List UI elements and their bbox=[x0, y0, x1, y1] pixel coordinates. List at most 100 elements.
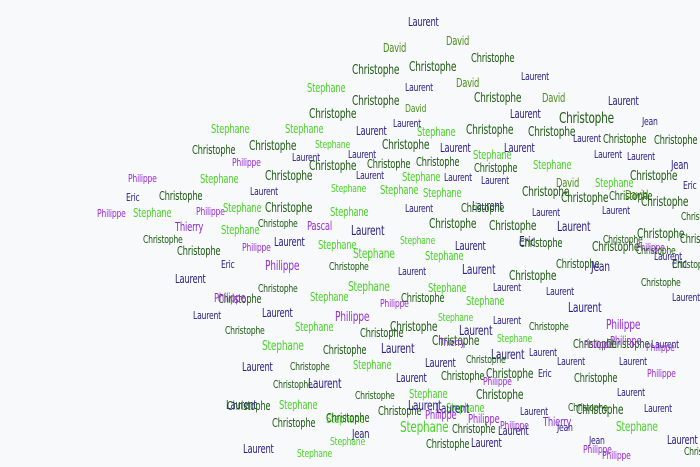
word-philippe: Philippe bbox=[265, 259, 300, 274]
word-laurent: Laurent bbox=[644, 402, 672, 415]
word-christophe: Christophe bbox=[681, 210, 700, 223]
word-philippe: Philippe bbox=[500, 419, 529, 432]
word-philippe: Philippe bbox=[483, 375, 512, 388]
word-laurent: Laurent bbox=[654, 250, 682, 263]
word-thierry: Thierry bbox=[175, 220, 204, 234]
word-laurent: Laurent bbox=[568, 301, 602, 316]
word-stephane: Stephane bbox=[417, 125, 456, 139]
word-stephane: Stephane bbox=[307, 81, 346, 95]
word-christophe: Christophe bbox=[680, 232, 700, 246]
word-christophe: Christophe bbox=[265, 169, 313, 184]
word-laurent: Laurent bbox=[243, 442, 274, 456]
word-stephane: Stephane bbox=[285, 122, 324, 136]
word-laurent: Laurent bbox=[381, 342, 415, 357]
word-stephane: Stephane bbox=[473, 148, 512, 162]
word-eric: Eric bbox=[126, 191, 140, 204]
word-laurent: Laurent bbox=[667, 433, 698, 447]
word-laurent: Laurent bbox=[617, 386, 645, 399]
word-laurent: Laurent bbox=[529, 346, 557, 359]
word-christophe: Christophe bbox=[409, 60, 457, 75]
word-stephane: Stephane bbox=[428, 281, 467, 295]
word-christophe: Christophe bbox=[474, 161, 518, 175]
word-stephane: Stephane bbox=[400, 234, 435, 247]
word-christophe: Christophe bbox=[574, 371, 618, 385]
word-christophe: Christophe bbox=[576, 403, 624, 418]
word-stephane: Stephane bbox=[466, 294, 505, 308]
word-david: David bbox=[556, 176, 580, 190]
word-christophe: Christophe bbox=[630, 169, 678, 184]
word-christophe: Christophe bbox=[573, 337, 617, 351]
word-laurent: Laurent bbox=[398, 265, 426, 278]
word-laurent: Laurent bbox=[619, 355, 647, 368]
word-christophe: Christophe bbox=[309, 107, 357, 122]
word-laurent: Laurent bbox=[510, 107, 541, 121]
word-jean: Jean bbox=[352, 427, 370, 441]
word-stephane: Stephane bbox=[438, 311, 473, 324]
word-jean: Jean bbox=[591, 260, 610, 275]
word-christophe: Christophe bbox=[519, 236, 563, 250]
word-philippe: Philippe bbox=[214, 291, 246, 305]
word-laurent: Laurent bbox=[471, 436, 502, 450]
word-christophe: Christophe bbox=[471, 51, 515, 65]
word-christophe: Christophe bbox=[390, 320, 438, 335]
word-christophe: Christophe bbox=[641, 276, 681, 289]
word-laurent: Laurent bbox=[425, 356, 456, 370]
word-philippe: Philippe bbox=[242, 241, 271, 254]
word-laurent: Laurent bbox=[175, 272, 206, 286]
word-christophe: Christophe bbox=[559, 109, 614, 127]
word-eric: Eric bbox=[683, 179, 697, 192]
word-laurent: Laurent bbox=[520, 405, 548, 418]
word-christophe: Christophe bbox=[352, 63, 400, 78]
word-stephane: Stephane bbox=[221, 223, 260, 237]
word-christophe: Christophe bbox=[654, 133, 698, 147]
word-philippe: Philippe bbox=[636, 241, 665, 254]
word-christophe: Christophe bbox=[426, 437, 470, 451]
word-philippe: Philippe bbox=[468, 412, 500, 426]
word-christophe: Christophe bbox=[466, 353, 506, 366]
word-christophe: Christophe bbox=[609, 189, 653, 203]
word-eric: Eric bbox=[221, 258, 235, 271]
word-christophe: Christophe bbox=[272, 416, 316, 430]
word-christophe: Christophe bbox=[329, 260, 369, 273]
word-stephane: Stephane bbox=[380, 183, 419, 197]
word-laurent: Laurent bbox=[573, 132, 601, 145]
word-stephane: Stephane bbox=[279, 398, 318, 412]
word-christophe: Christophe bbox=[265, 201, 313, 216]
word-laurent: Laurent bbox=[557, 220, 591, 235]
word-laurent: Laurent bbox=[356, 124, 387, 138]
word-christophe: Christophe bbox=[416, 155, 460, 169]
word-stephane: Stephane bbox=[330, 205, 369, 219]
word-laurent: Laurent bbox=[491, 348, 525, 363]
word-jean: Jean bbox=[589, 434, 605, 447]
word-laurent: Laurent bbox=[393, 117, 421, 130]
word-christophe: Christophe bbox=[474, 91, 522, 106]
word-christophe: Christophe bbox=[489, 219, 537, 234]
word-laurent: Laurent bbox=[459, 324, 493, 339]
word-philippe: Philippe bbox=[584, 338, 613, 351]
word-christophe: Christophe bbox=[486, 367, 534, 382]
word-christophe: Christophe bbox=[323, 343, 367, 357]
word-laurent: Laurent bbox=[396, 371, 427, 385]
word-christophe: Christophe bbox=[641, 195, 689, 210]
word-stephane: Stephane bbox=[318, 238, 357, 252]
word-philippe: Philippe bbox=[606, 318, 641, 333]
word-eric: Eric bbox=[672, 257, 687, 271]
word-stephane: Stephane bbox=[616, 420, 658, 435]
word-christophe: Christophe bbox=[603, 233, 643, 246]
word-laurent: Laurent bbox=[594, 148, 622, 161]
word-laurent: Laurent bbox=[226, 398, 257, 412]
word-christophe: Christophe bbox=[360, 326, 404, 340]
word-laurent: Laurent bbox=[405, 202, 433, 215]
word-christophe: Christophe bbox=[561, 191, 609, 206]
word-christophe: Christophe bbox=[684, 445, 700, 458]
word-stephane: Stephane bbox=[348, 280, 390, 295]
word-philippe: Philippe bbox=[196, 205, 225, 218]
word-laurent: Laurent bbox=[262, 306, 293, 320]
word-christophe: Christophe bbox=[636, 244, 676, 257]
word-laurent: Laurent bbox=[193, 309, 221, 322]
word-laurent: Laurent bbox=[504, 141, 535, 155]
word-christophe: Christophe bbox=[258, 282, 298, 295]
word-laurent: Laurent bbox=[250, 185, 278, 198]
word-stephane: Stephane bbox=[409, 387, 448, 401]
word-david: David bbox=[625, 188, 649, 202]
